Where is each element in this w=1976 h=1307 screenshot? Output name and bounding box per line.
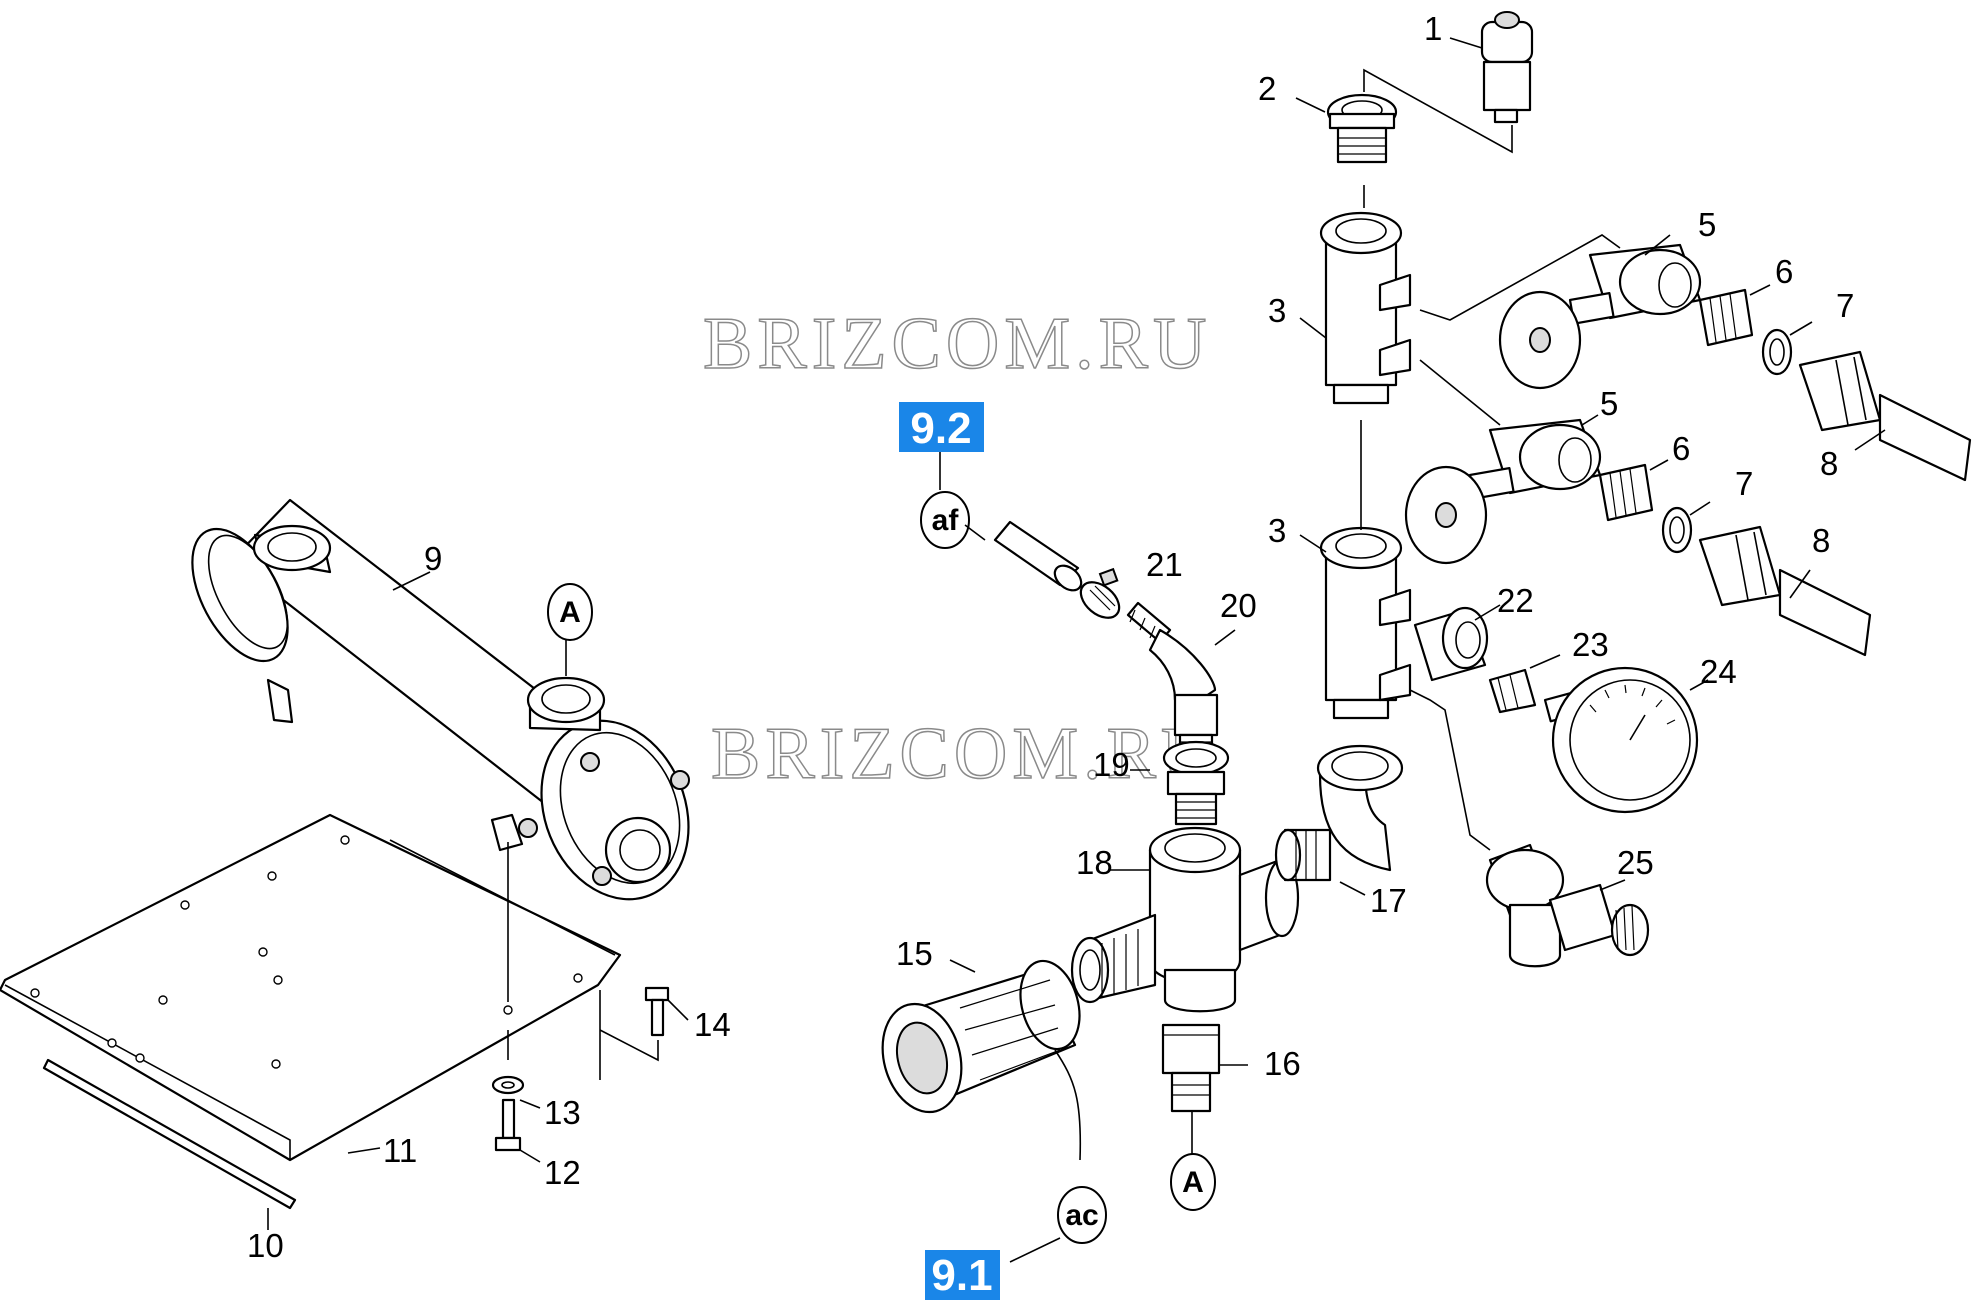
pressure-switch-part[interactable]	[1480, 11, 1534, 124]
callout-3: 3	[1268, 292, 1286, 329]
bolt-part[interactable]	[644, 986, 670, 1037]
callout-16: 16	[1264, 1045, 1301, 1082]
connector-tag-a-top: A	[547, 583, 593, 641]
hex-nipple-lower-part[interactable]	[1598, 463, 1654, 522]
base-plate-part[interactable]	[0, 813, 622, 1162]
connector-tag-ac: ac	[1057, 1186, 1107, 1244]
callout-6: 6	[1672, 430, 1690, 467]
callout-15: 15	[896, 935, 933, 972]
cross-tee-part[interactable]	[1070, 826, 1300, 1013]
callout-7: 7	[1836, 287, 1854, 324]
svg-text:af: af	[932, 504, 960, 537]
reducer-nipple-part[interactable]	[1162, 740, 1230, 826]
svg-text:ac: ac	[1065, 1199, 1098, 1232]
callout-10: 10	[247, 1227, 284, 1264]
pressure-gauge-part[interactable]	[1543, 666, 1699, 814]
callout-8: 8	[1812, 522, 1830, 559]
angle-valve-part[interactable]	[1485, 843, 1650, 968]
callout-5: 5	[1698, 206, 1716, 243]
reducer-bushing-part[interactable]	[1326, 93, 1398, 164]
washer-part[interactable]	[491, 1075, 525, 1095]
watermark-top: BRIZCOM.RU	[703, 303, 1211, 385]
valve-upper-part[interactable]	[1498, 243, 1702, 390]
callout-5: 5	[1600, 385, 1618, 422]
strip-part[interactable]	[42, 1058, 297, 1210]
callout-25: 25	[1617, 844, 1654, 881]
callout-22: 22	[1497, 582, 1534, 619]
hex-nipple-upper-part[interactable]	[1698, 288, 1754, 347]
callout-1: 1	[1424, 10, 1442, 47]
connector-tag-a-bottom: A	[1170, 1153, 1216, 1211]
pressure-regulator-knob-part[interactable]	[871, 954, 1089, 1121]
hose-clamp-part[interactable]	[1074, 567, 1126, 625]
svg-text:A: A	[559, 596, 581, 629]
callout-3: 3	[1268, 512, 1286, 549]
callout-8: 8	[1820, 445, 1838, 482]
svg-text:9.2: 9.2	[910, 404, 971, 453]
callout-23: 23	[1572, 626, 1609, 663]
callout-9: 9	[424, 540, 442, 577]
hose-part[interactable]	[993, 520, 1086, 595]
hose-connector-upper-part[interactable]	[1798, 350, 1972, 482]
callout-7: 7	[1735, 465, 1753, 502]
svg-text:A: A	[1182, 1166, 1204, 1199]
watermark-middle: BRIZCOM.RU	[711, 713, 1219, 795]
callout-6: 6	[1775, 253, 1793, 290]
seal-ring-lower-part[interactable]	[1661, 506, 1693, 554]
valve-lower-part[interactable]	[1404, 418, 1602, 565]
callout-2: 2	[1258, 70, 1276, 107]
tee-lower-part[interactable]	[1319, 526, 1412, 720]
callout-24: 24	[1700, 653, 1737, 690]
callout-12: 12	[544, 1154, 581, 1191]
callout-19: 19	[1093, 746, 1130, 783]
callout-13: 13	[544, 1094, 581, 1131]
callout-11: 11	[383, 1132, 417, 1169]
page-ref-9-2[interactable]: 9.2	[899, 402, 984, 453]
socket-part[interactable]	[1413, 606, 1489, 682]
screw-part[interactable]	[494, 1098, 522, 1152]
callout-18: 18	[1076, 844, 1113, 881]
reducing-nipple-part[interactable]	[1488, 668, 1537, 714]
svg-text:9.1: 9.1	[931, 1251, 992, 1300]
connector-tag-af: af	[920, 491, 970, 549]
callout-20: 20	[1220, 587, 1257, 624]
tee-upper-part[interactable]	[1319, 211, 1412, 405]
callout-21: 21	[1146, 546, 1183, 583]
elbow-part[interactable]	[1274, 744, 1404, 882]
heat-exchanger-part[interactable]	[173, 498, 715, 922]
callout-14: 14	[694, 1006, 731, 1043]
callout-17: 17	[1370, 882, 1407, 919]
hose-connector-lower-part[interactable]	[1698, 525, 1872, 657]
page-ref-9-1[interactable]: 9.1	[925, 1250, 1000, 1300]
nipple-part[interactable]	[1161, 1023, 1221, 1113]
seal-ring-upper-part[interactable]	[1761, 328, 1793, 376]
